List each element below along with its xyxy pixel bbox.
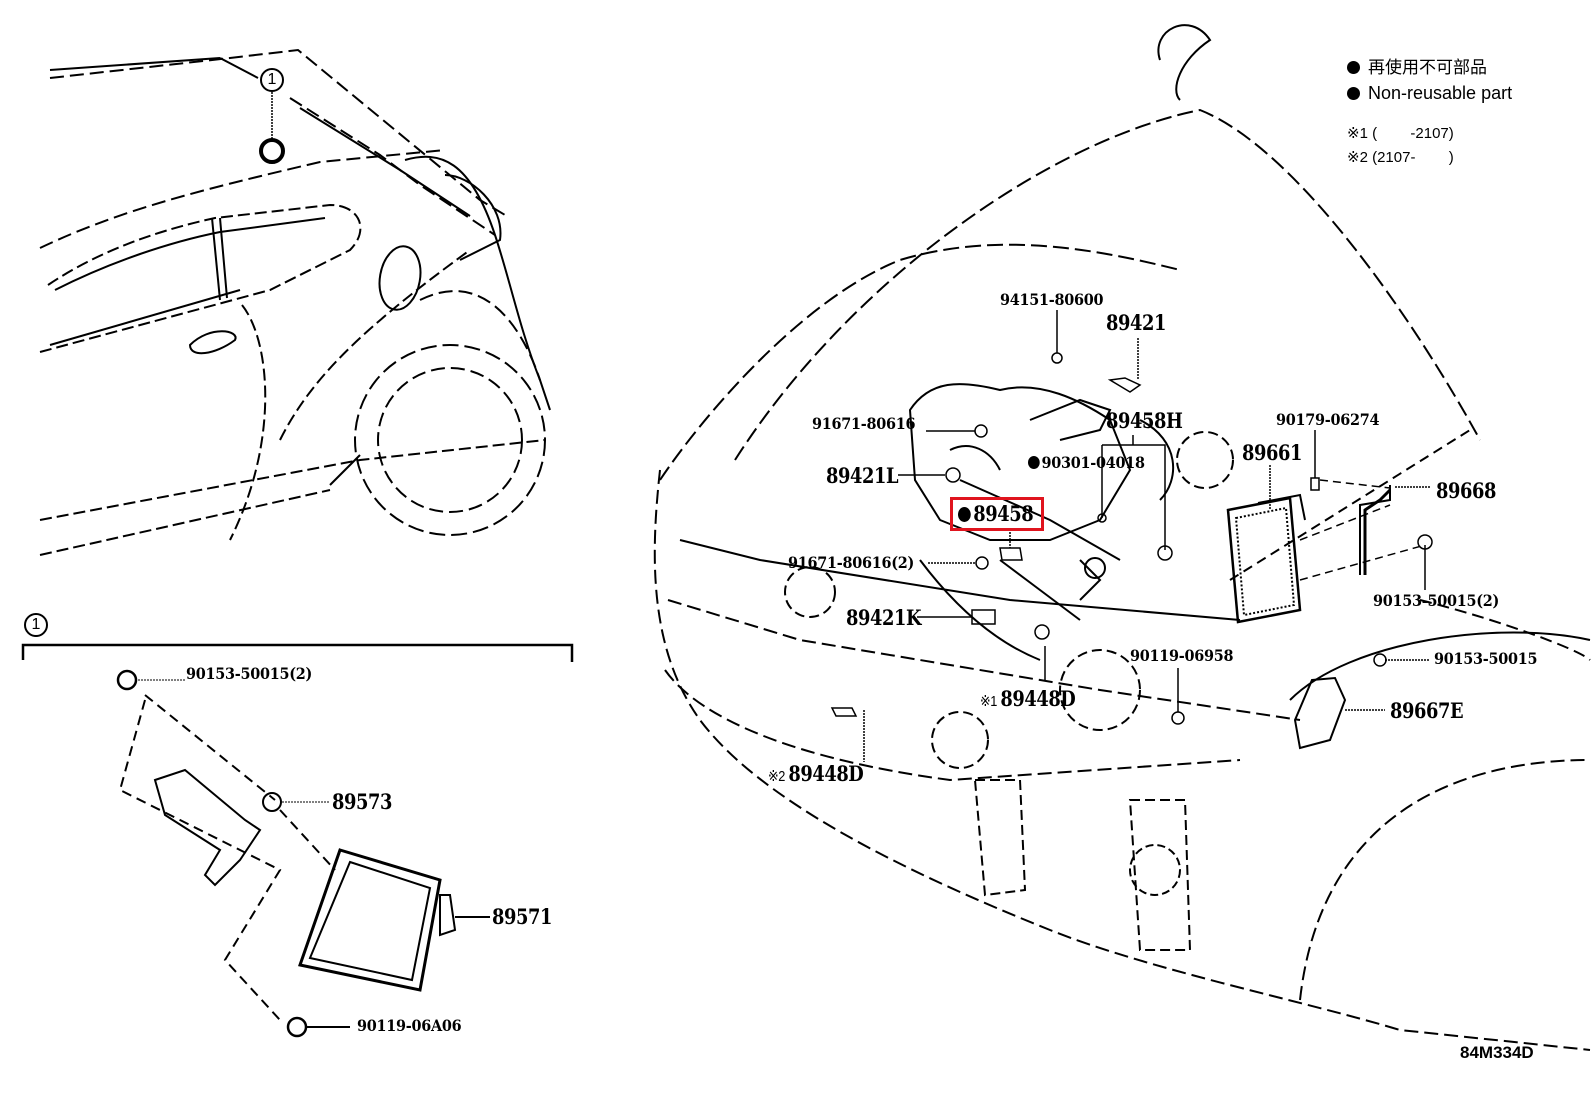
bullet-icon: [1347, 87, 1360, 100]
part-number-text: 89458: [973, 501, 1034, 526]
part-label-89668[interactable]: 89668: [1436, 478, 1496, 503]
legend-non-reusable-jp: 再使用不可部品: [1347, 59, 1487, 76]
part-number-text: 89448D: [788, 761, 864, 786]
note-ref-mark: ※2: [768, 768, 785, 785]
part-label-91671-80616-x2[interactable]: 91671-80616(2): [788, 553, 915, 572]
part-label-90153-50015-right[interactable]: 90153-50015: [1434, 649, 1538, 668]
ecu-cover: [1293, 676, 1347, 750]
callout-ref-1-detail: 1: [24, 613, 48, 637]
part-label-89458[interactable]: 89458: [958, 501, 1034, 526]
legend-text-en: Non-reusable part: [1368, 83, 1513, 103]
bullet-icon: [1347, 61, 1360, 74]
part-label-89421L[interactable]: 89421L: [826, 463, 899, 488]
non-reusable-dot-icon: [1028, 456, 1040, 469]
highlighted-part-frame: [950, 497, 1044, 531]
part-label-89573[interactable]: 89573: [332, 789, 392, 814]
callout-ref-1-car: 1: [260, 68, 284, 92]
leader-lines: [830, 310, 1433, 762]
part-label-91671-80616[interactable]: 91671-80616: [812, 414, 916, 433]
legend-note-2: ※2 (2107- ): [1347, 149, 1454, 166]
non-reusable-dot-icon: [958, 507, 971, 522]
detail-bracket: [21, 643, 574, 662]
part-label-90301-04018[interactable]: 90301-04018: [1028, 455, 1145, 471]
car-rear-side-view: [39, 48, 551, 556]
part-label-89421[interactable]: 89421: [1106, 310, 1166, 335]
part-label-89571[interactable]: 89571: [492, 904, 552, 929]
ref-marker-1: [259, 138, 285, 164]
legend-non-reusable-en: Non-reusable part: [1347, 84, 1512, 102]
part-label-90119-06958[interactable]: 90119-06958: [1130, 646, 1234, 665]
part-number-text: 90301-04018: [1041, 453, 1145, 472]
legend-text-jp: 再使用不可部品: [1368, 58, 1487, 77]
part-label-89421K[interactable]: 89421K: [846, 605, 922, 630]
ecu-bracket: [1363, 488, 1392, 575]
ecu-module: [1226, 493, 1306, 624]
part-number-text: 89448D: [1000, 686, 1076, 711]
part-label-89661[interactable]: 89661: [1242, 440, 1302, 465]
part-label-89458H[interactable]: 89458H: [1106, 408, 1183, 433]
part-label-90153-50015-x2-right[interactable]: 90153-50015(2): [1373, 591, 1500, 610]
part-label-94151-80600[interactable]: 94151-80600: [1000, 290, 1104, 309]
diagram-code: 84M334D: [1460, 1043, 1534, 1062]
part-label-89667E[interactable]: 89667E: [1390, 698, 1464, 723]
part-label-90179-06274[interactable]: 90179-06274: [1276, 410, 1380, 429]
legend-note-1: ※1 ( -2107): [1347, 125, 1454, 142]
part-label-90153-50015-x2-left[interactable]: 90153-50015(2): [186, 664, 313, 683]
car-front-view: [653, 24, 1591, 1051]
radar-sensor-assembly: [116, 669, 490, 1038]
note-ref-mark: ※1: [980, 693, 997, 710]
part-label-90119-06A06[interactable]: 90119-06A06: [357, 1016, 462, 1035]
